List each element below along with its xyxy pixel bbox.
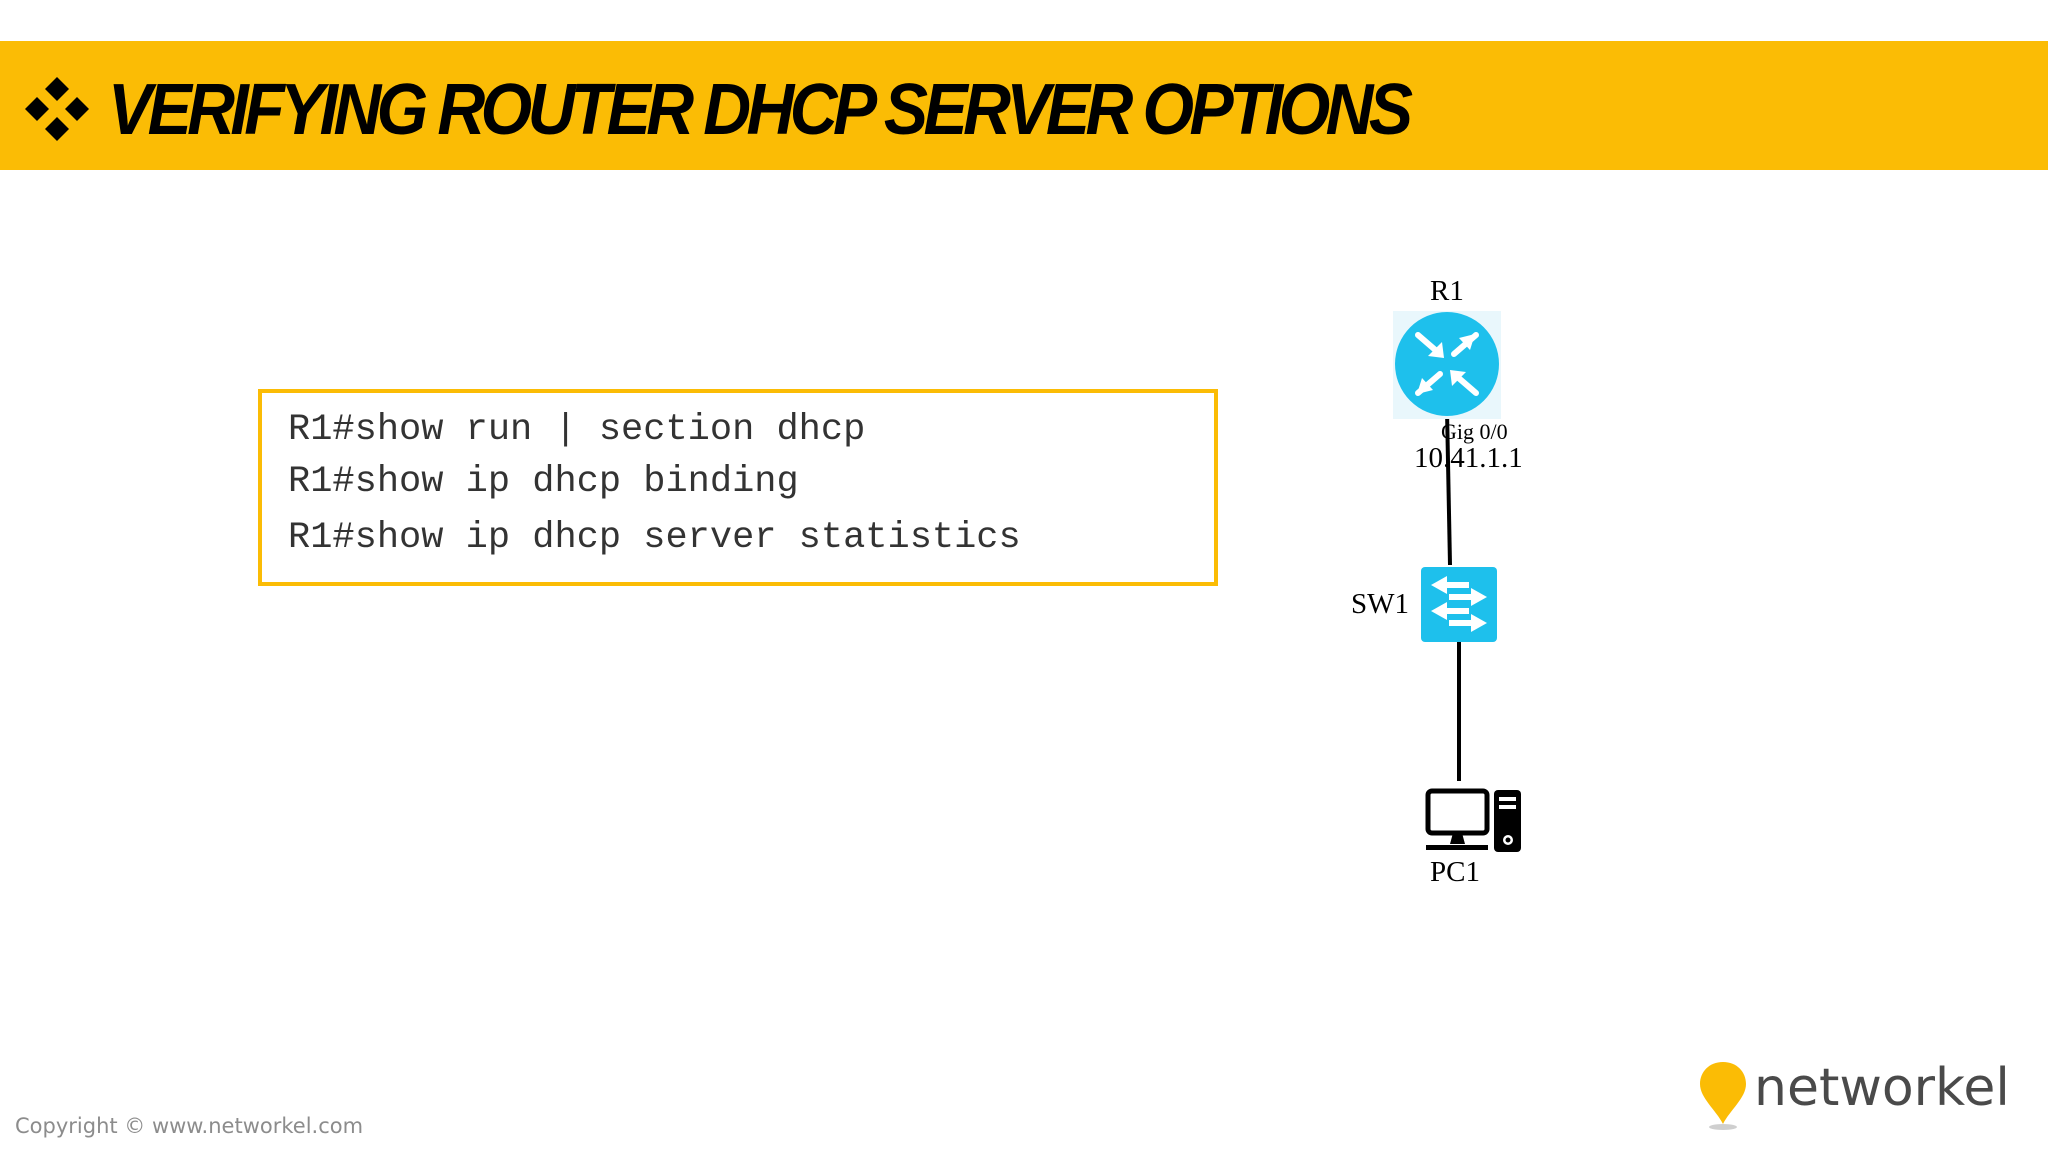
copyright-text: Copyright © www.networkel.com (15, 1114, 364, 1138)
desktop-pc-icon (1425, 788, 1521, 852)
ip-address-label: 10.41.1.1 (1414, 442, 1523, 474)
title-bar: VERIFYING ROUTER DHCP SERVER OPTIONS (0, 41, 2048, 170)
command-line: R1#show ip dhcp binding (288, 461, 799, 503)
command-line: R1#show run | section dhcp (288, 409, 866, 451)
switch-icon (1421, 567, 1497, 642)
logo-text: networkel (1754, 1058, 2010, 1118)
command-box: R1#show run | section dhcp R1#show ip dh… (258, 389, 1218, 586)
interface-label: Gig 0/0 (1441, 419, 1508, 444)
networkel-logo: networkel (1698, 1058, 2010, 1132)
slide-title: VERIFYING ROUTER DHCP SERVER OPTIONS (108, 70, 1413, 150)
link-r1-sw1 (1445, 409, 1452, 566)
router-icon (1393, 311, 1501, 419)
pc-label: PC1 (1430, 856, 1480, 888)
switch-label: SW1 (1351, 588, 1409, 620)
router-label: R1 (1430, 275, 1464, 307)
four-diamond-bullet-icon (25, 77, 89, 141)
location-pin-icon (1700, 1062, 1746, 1130)
command-line: R1#show ip dhcp server statistics (288, 517, 1021, 559)
